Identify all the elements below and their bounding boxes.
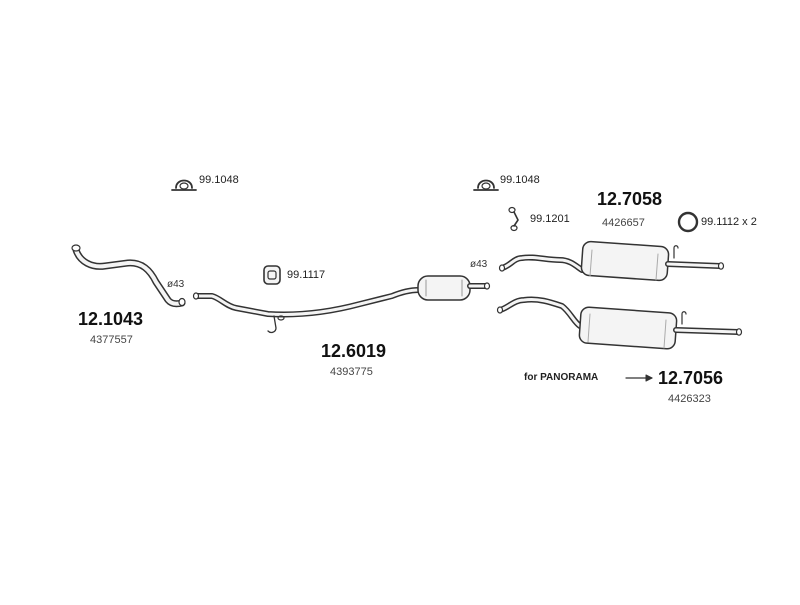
clamp-icon xyxy=(171,179,197,191)
middle-section-drawing xyxy=(192,275,491,334)
middle-diameter: ø43 xyxy=(470,259,488,270)
rubber-hanger-icon xyxy=(263,265,281,285)
sealing-ring-icon xyxy=(677,211,699,233)
hanger-bracket-icon xyxy=(508,206,519,232)
rear-panorama-part-number: 12.7056 xyxy=(658,368,724,388)
rear-standard-part-number: 12.7058 xyxy=(597,189,663,209)
clamp-right-label: 99.1048 xyxy=(500,174,540,186)
front-pipe-diameter: ø43 xyxy=(167,279,185,290)
clamp-left-label: 99.1048 xyxy=(199,174,239,186)
middle-part-number: 12.6019 xyxy=(321,341,387,361)
ring-rear-label: 99.1112 x 2 xyxy=(701,216,757,228)
arrow-icon xyxy=(625,374,653,382)
hanger-mid-label: 99.1117 xyxy=(287,269,326,281)
middle-oe-number: 4393775 xyxy=(330,366,373,378)
rear-panorama-oe-number: 4426323 xyxy=(668,393,711,405)
rear-muffler-standard-drawing xyxy=(498,240,725,282)
hanger-rear-label: 99.1201 xyxy=(530,213,570,225)
front-pipe-drawing xyxy=(71,244,186,308)
panorama-note: for PANORAMA xyxy=(524,372,599,383)
clamp-icon xyxy=(473,179,499,191)
rear-standard-oe-number: 4426657 xyxy=(602,217,645,229)
rear-muffler-panorama-drawing xyxy=(496,296,743,350)
front-pipe-oe-number: 4377557 xyxy=(90,334,133,346)
front-pipe-part-number: 12.1043 xyxy=(78,309,144,329)
